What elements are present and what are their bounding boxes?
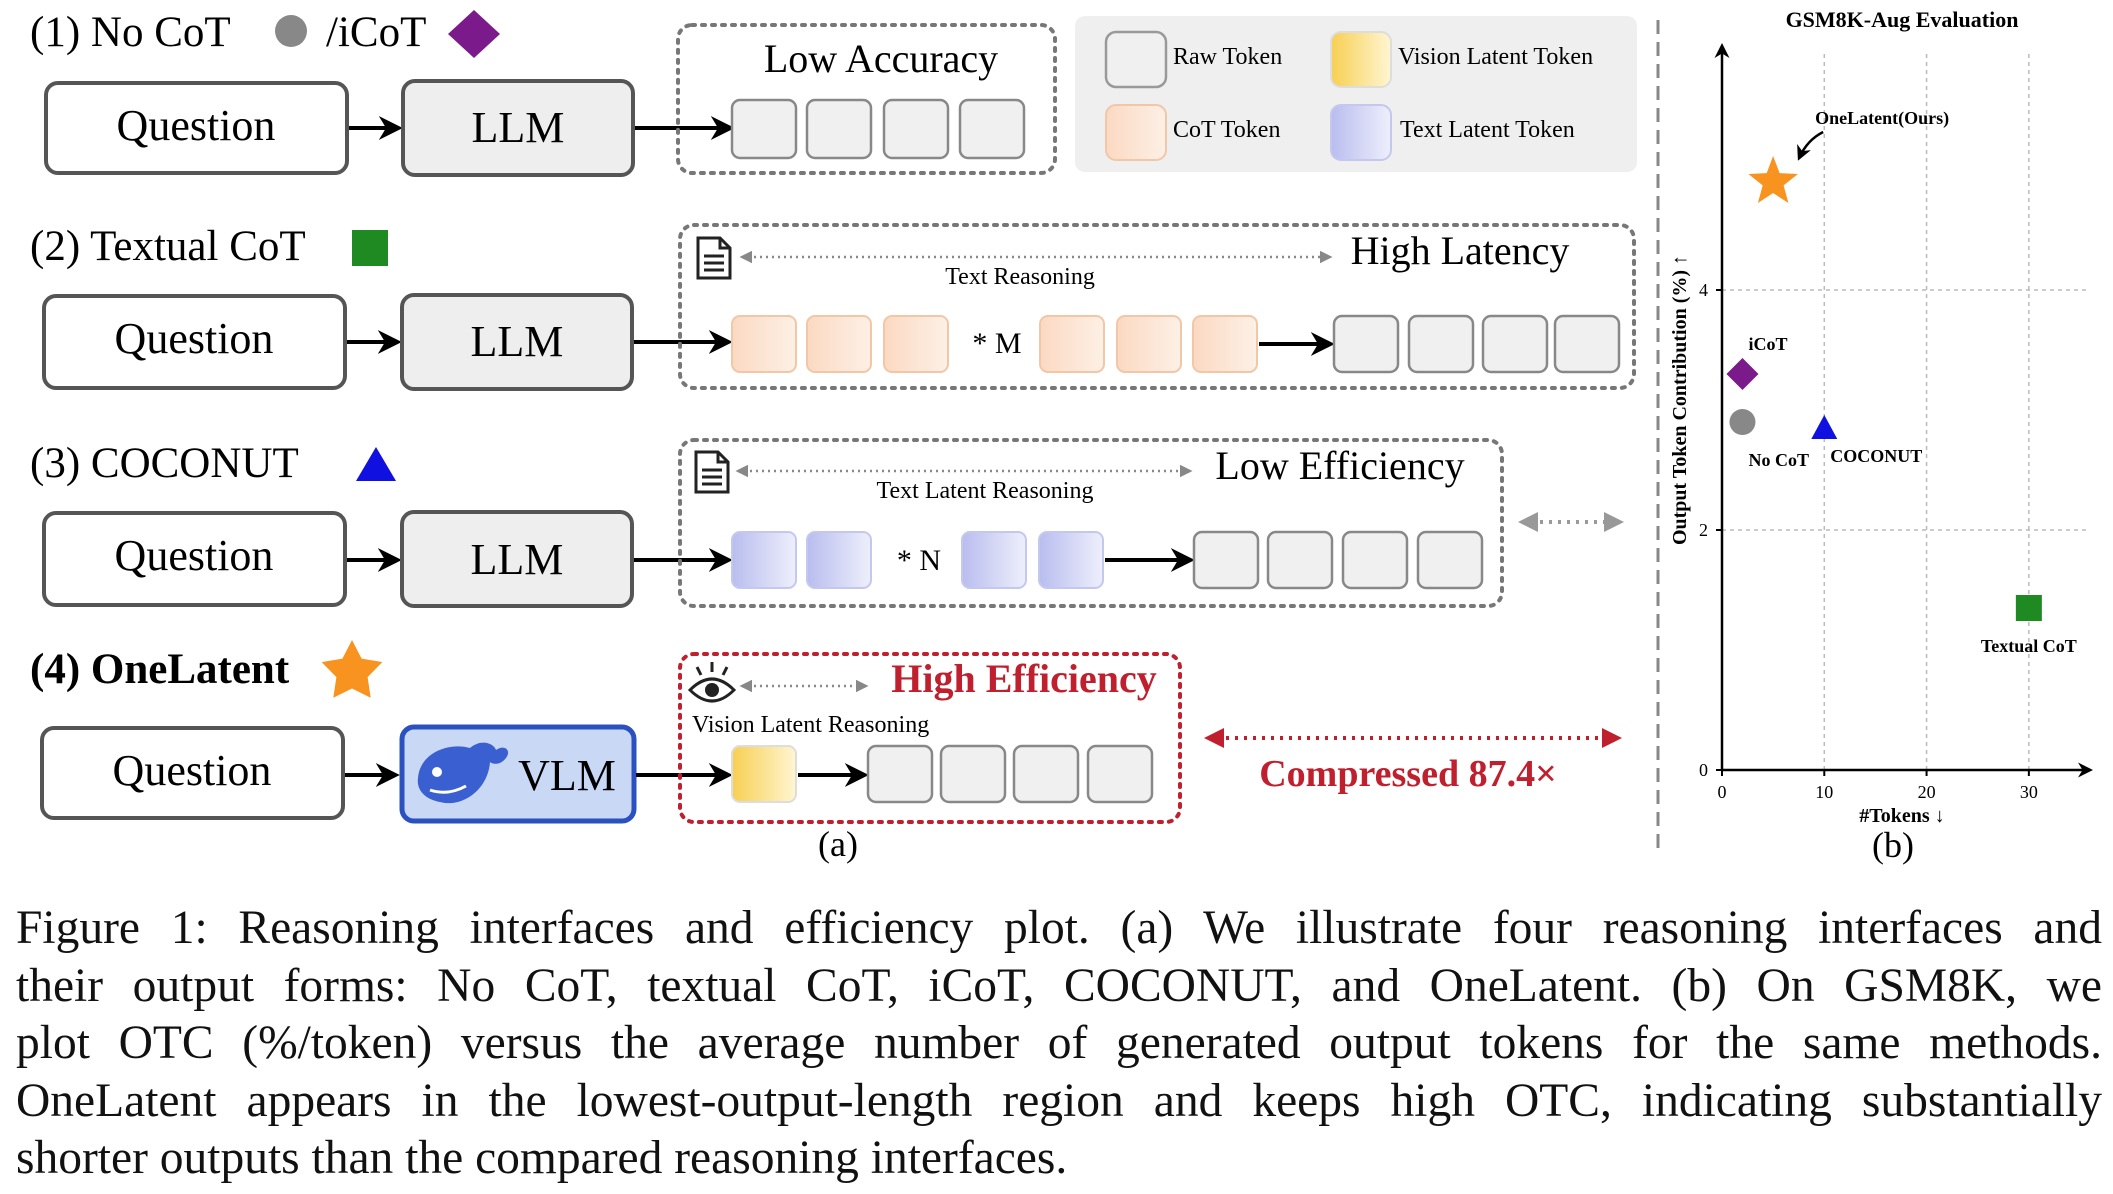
point-label: iCoT: [1748, 334, 1787, 354]
triangle-icon: [356, 447, 396, 481]
question-label: Question: [113, 746, 272, 795]
model-label: LLM: [471, 317, 564, 366]
eye-icon: [687, 662, 737, 703]
row-onelatent: (4) OneLatent Question VLM High: [30, 640, 1622, 824]
document-icon: [696, 236, 732, 280]
row-no-cot: (1) No CoT /iCoT Question LLM Low Accura…: [30, 9, 1057, 177]
text-latent-token-group: [731, 531, 1104, 589]
legend-background: [1075, 16, 1637, 172]
legend-text-latent-token: Text Latent Token: [1400, 117, 1575, 143]
vision-latent-token: [731, 745, 797, 803]
model-label: LLM: [471, 535, 564, 584]
vision-token-swatch: [1330, 31, 1392, 88]
panel-b-label: (b): [1872, 825, 1914, 865]
chart-title: GSM8K-Aug Evaluation: [1786, 7, 2019, 32]
coconut-point: [1811, 415, 1838, 439]
question-box: [40, 726, 345, 820]
raw-token-group: [1192, 530, 1484, 590]
caption-line: their output forms: No CoT, textual CoT,…: [16, 959, 2102, 1012]
caption-line: Figure 1: Reasoning interfaces and effic…: [16, 902, 2102, 954]
question-label: Question: [115, 531, 274, 580]
llm-box: [400, 510, 634, 608]
raw-token-group: [866, 744, 1154, 804]
reasoning-label: Text Latent Reasoning: [877, 478, 1094, 504]
point-label: COCONUT: [1830, 446, 1922, 466]
figure-1: (1) No CoT /iCoT Question LLM Low Accura…: [30, 7, 2093, 865]
row-title-icot: /iCoT: [326, 9, 426, 56]
row-title: (3) COCONUT: [30, 440, 299, 487]
row-textual-cot: (2) Textual CoT Question LLM Text Reason…: [30, 223, 1636, 391]
row-title: (2) Textual CoT: [30, 223, 306, 270]
textual-cot-point: [2015, 595, 2042, 621]
figure-caption: Figure 1: Reasoning interfaces and effic…: [16, 900, 2102, 1188]
question-box: [44, 81, 349, 175]
compressed-label: Compressed 87.4×: [1259, 753, 1557, 795]
model-label: LLM: [472, 103, 565, 152]
raw-token-group: [730, 98, 1026, 160]
question-box: [42, 294, 347, 390]
document-icon: [694, 450, 730, 494]
reasoning-label: Text Reasoning: [945, 264, 1095, 290]
no-cot-point: [1729, 409, 1756, 435]
output-box: [676, 23, 1057, 175]
box-title: Low Efficiency: [1215, 443, 1464, 488]
square-icon: [352, 230, 388, 266]
point-label: No CoT: [1748, 450, 1809, 470]
pointer-arrow: [1797, 130, 1824, 161]
x-axis-label: #Tokens ↓: [1859, 805, 1944, 827]
caption-line: OneLatent appears in the lowest-output-l…: [16, 1074, 2102, 1127]
output-box: [678, 223, 1636, 390]
whale-icon: [417, 742, 509, 804]
repeat-label: * M: [972, 327, 1021, 360]
legend-cot-token: CoT Token: [1173, 117, 1280, 143]
row-title: (1) No CoT: [30, 9, 231, 56]
output-box: [678, 438, 1504, 608]
raw-token-group: [1332, 314, 1621, 374]
caption-line: plot OTC (%/token) versus the average nu…: [16, 1017, 2102, 1069]
legend-raw-token: Raw Token: [1173, 44, 1282, 70]
legend: Raw Token Vision Latent Token CoT Token …: [1075, 16, 1637, 172]
llm-box: [400, 293, 634, 391]
x-tick-label: 20: [1918, 782, 1936, 802]
y-tick-label: 4: [1699, 280, 1708, 300]
output-box: [678, 652, 1182, 824]
x-tick-label: 0: [1718, 782, 1727, 802]
point-label: OneLatent(Ours): [1815, 108, 1949, 129]
row-coconut: (3) COCONUT Question LLM Text Latent Rea…: [30, 438, 1624, 608]
panel-a-label: (a): [818, 824, 858, 864]
cot-token-swatch: [1105, 104, 1167, 161]
repeat-label: * N: [897, 544, 941, 577]
point-label: Textual CoT: [1981, 636, 2077, 656]
llm-box: [401, 79, 635, 177]
box-title: Low Accuracy: [764, 36, 998, 81]
raw-token-swatch: [1104, 30, 1168, 89]
y-tick-label: 2: [1699, 520, 1708, 540]
question-box: [42, 511, 347, 607]
y-tick-label: 0: [1699, 760, 1708, 780]
circle-icon: [275, 15, 307, 47]
reasoning-label: Vision Latent Reasoning: [692, 712, 929, 738]
icot-point: [1726, 358, 1759, 390]
chart-points: OneLatent(Ours) iCoT No CoT COCONUT Textual …: [1726, 108, 2077, 656]
x-tick-label: 10: [1815, 782, 1833, 802]
x-tick-label: 30: [2020, 782, 2038, 802]
panel-b-chart: GSM8K-Aug Evaluation 0 10 20 30 0 2 4 #Tokens …: [1669, 7, 2093, 865]
text-latent-swatch: [1330, 104, 1392, 161]
question-label: Question: [117, 101, 276, 150]
chart-ticks: 0 10 20 30 0 2 4: [1699, 280, 2038, 802]
box-title: High Efficiency: [891, 656, 1157, 701]
caption-line: shorter outputs than the compared reason…: [16, 1132, 1068, 1184]
model-label: VLM: [518, 751, 616, 800]
row-title: (4) OneLatent: [30, 646, 290, 693]
y-axis-label: Output Token Contribution (%) ↑: [1669, 255, 1691, 545]
panel-a: (1) No CoT /iCoT Question LLM Low Accura…: [30, 9, 1637, 864]
onelatent-point: [1748, 156, 1798, 203]
star-icon: [321, 640, 383, 698]
cot-token-group: [731, 315, 1258, 373]
diamond-icon: [448, 10, 500, 58]
question-label: Question: [115, 314, 274, 363]
legend-vision-token: Vision Latent Token: [1398, 44, 1593, 70]
chart-grid: [1722, 50, 2090, 770]
box-title: High Latency: [1351, 228, 1570, 273]
